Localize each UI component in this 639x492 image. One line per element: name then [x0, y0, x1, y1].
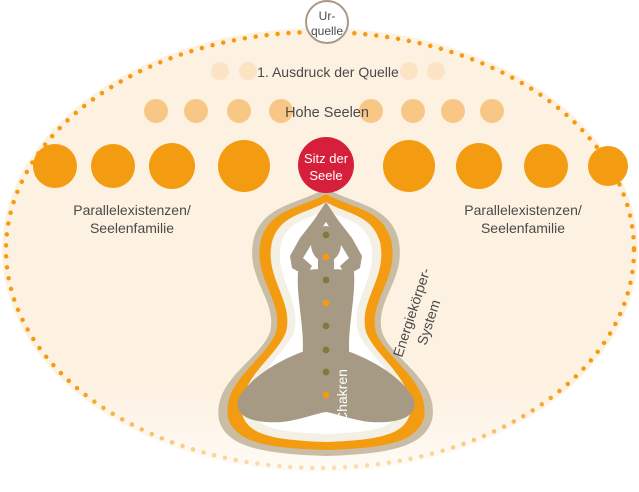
source-line2: quelle [311, 24, 343, 38]
chakra-dot [323, 347, 330, 354]
chakra-dot [323, 369, 330, 376]
parallel-dot [456, 143, 502, 189]
high-soul-dot [401, 99, 425, 123]
parallel-dot [149, 143, 195, 189]
parallel-dot [218, 140, 270, 192]
parallel-right-line2: Seelenfamilie [481, 220, 565, 236]
pale-dot [400, 62, 418, 80]
parallel-dot [524, 144, 568, 188]
chakra-dot [323, 277, 330, 284]
pale-dot [427, 62, 445, 80]
chakras-label: Chakren [334, 369, 350, 422]
chakra-dot [323, 254, 330, 261]
source-line1: Ur- [319, 9, 336, 23]
high-souls-label: Hohe Seelen [285, 105, 369, 121]
chakra-dot [323, 323, 330, 330]
pale-dot [239, 62, 257, 80]
chakra-dot [323, 232, 330, 239]
high-soul-dot [480, 99, 504, 123]
high-soul-dot [184, 99, 208, 123]
parallel-dot [91, 144, 135, 188]
parallel-left-line2: Seelenfamilie [90, 220, 174, 236]
high-soul-dot [227, 99, 251, 123]
first-expression-label: 1. Ausdruck der Quelle [257, 64, 399, 80]
seat-of-soul-line2: Seele [309, 168, 342, 183]
parallel-right-line1: Parallelexistenzen/ [464, 202, 582, 218]
chakra-dot [323, 392, 330, 399]
high-soul-dot [144, 99, 168, 123]
parallel-dot [33, 144, 77, 188]
high-soul-dot [441, 99, 465, 123]
seat-of-soul-line1: Sitz der [304, 151, 349, 166]
parallel-dot [383, 140, 435, 192]
chakra-dot [323, 300, 330, 307]
pale-dot [211, 62, 229, 80]
parallel-dot [588, 146, 628, 186]
parallel-left-line1: Parallelexistenzen/ [73, 202, 191, 218]
